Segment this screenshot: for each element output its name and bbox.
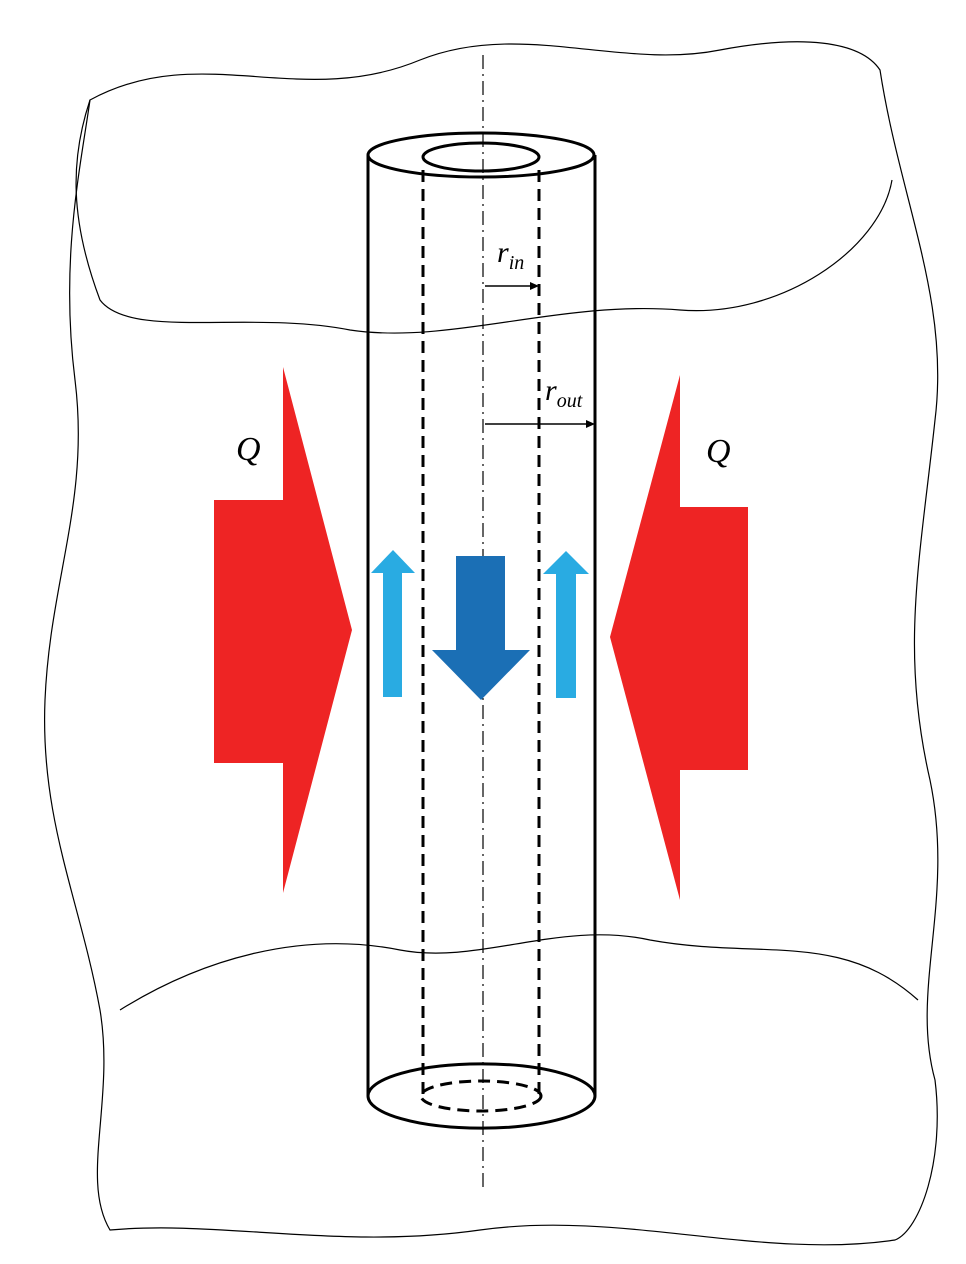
outer-pipe-bottom-ellipse-front	[366, 1095, 597, 1130]
outer-radius-arrowhead	[586, 420, 595, 428]
outer-pipe-bottom-ellipse-back	[366, 1062, 597, 1097]
center-downflow-arrow-icon	[432, 556, 530, 700]
heat-arrow-left-icon	[214, 367, 352, 893]
ground-outline	[43, 41, 939, 1246]
heat-arrow-right-icon	[610, 375, 748, 900]
heat-label-left: Q	[236, 431, 261, 468]
inner-pipe-bottom-ellipse	[419, 1079, 543, 1113]
inner-radius-arrowhead	[530, 282, 539, 290]
soil-layer-boundary-upper	[75, 99, 893, 334]
soil-layer-boundary-lower	[119, 934, 919, 1011]
inner-pipe-top-ellipse	[421, 141, 541, 173]
annulus-upflow-arrow-left-icon	[371, 550, 415, 697]
heat-label-right: Q	[706, 433, 731, 470]
inner-radius-label: rin	[497, 236, 524, 274]
annulus-upflow-arrow-right-icon	[543, 551, 589, 698]
outer-pipe-top-ellipse	[366, 131, 596, 179]
outer-radius-label: rout	[545, 374, 583, 412]
